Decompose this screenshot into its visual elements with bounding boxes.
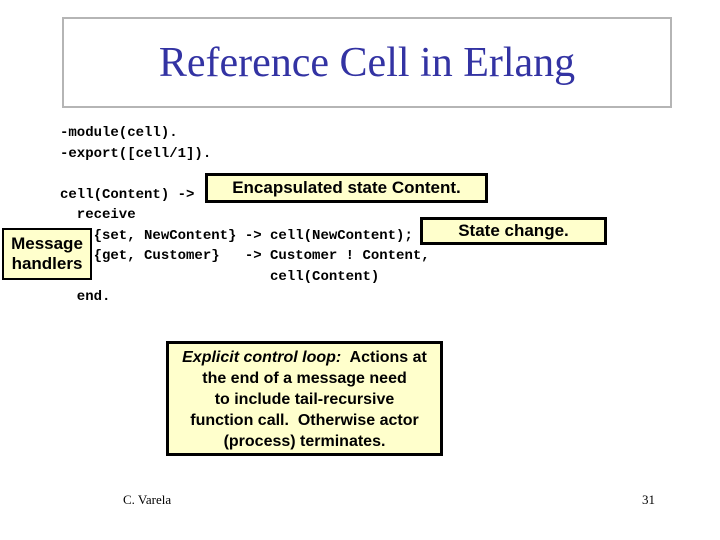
callout-message-handlers-line1: Message [11, 234, 83, 253]
callout-control-loop-lead: Explicit control loop: [182, 349, 342, 366]
erlang-code-block: -module(cell). -export([cell/1]). cell(C… [60, 125, 430, 305]
footer-author: C. Varela [123, 492, 172, 507]
callout-encapsulated-state: Encapsulated state Content. [205, 173, 488, 203]
callout-control-loop: Explicit control loop: Actions at the en… [166, 341, 443, 456]
callout-control-loop-rest: Actions at the end of a message need to … [190, 349, 427, 450]
callout-state-change: State change. [420, 217, 607, 245]
callout-message-handlers-line2: handlers [11, 254, 83, 273]
slide-title: Reference Cell in Erlang [158, 39, 576, 86]
title-box: Reference Cell in Erlang [62, 17, 672, 108]
footer-page-number: 31 [642, 492, 655, 507]
